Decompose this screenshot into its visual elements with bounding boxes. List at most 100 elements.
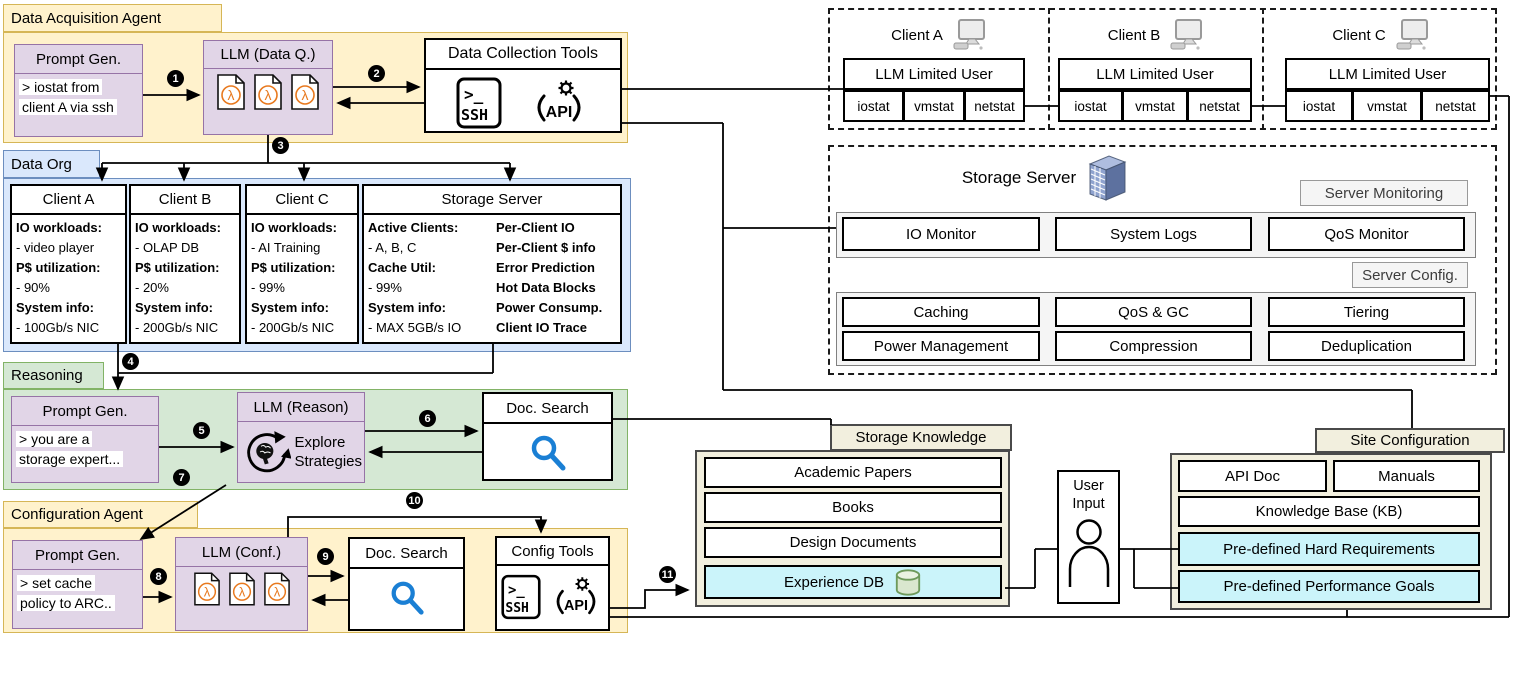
config-prompt-gen-box: Prompt Gen. > set cache policy to ARC.. [12,540,143,629]
lambda-doc-icon: λ [263,572,290,606]
daa-prompt-gen-box: Prompt Gen. > iostat from client A via s… [14,44,143,137]
daa-prompt-gen-title: Prompt Gen. [15,45,142,74]
client-a-header: Client A [858,16,1018,54]
reasoning-llm-box: LLM (Reason) Explore Strategies [237,392,365,483]
svg-text:SSH: SSH [461,106,488,124]
config-llm-title: LLM (Conf.) [176,538,307,567]
qos-monitor-box: QoS Monitor [1268,217,1465,251]
step-badge-4: 4 [122,353,139,370]
reasoning-doc-search-box: Doc. Search [482,392,613,481]
user-input-label-1: User [1073,478,1104,494]
data-org-client-a: Client A IO workloads: - video player P$… [10,184,127,344]
reasoning-tab: Reasoning [3,362,104,389]
gear-icon [575,576,590,591]
search-icon [391,581,424,615]
svg-text:λ: λ [265,87,272,103]
data-org-client-b: Client B IO workloads: - OLAP DB P$ util… [129,184,241,344]
svg-text:λ: λ [302,87,309,103]
svg-text:λ: λ [238,584,245,599]
site-configuration-tab: Site Configuration [1315,428,1505,453]
clients-separator-2 [1262,8,1264,130]
computer-icon [953,19,985,50]
manuals-box: Manuals [1333,460,1480,492]
client-c-iostat: iostat [1285,90,1353,122]
client-a-title: Client A [12,186,125,215]
step-badge-3: 3 [272,137,289,154]
config-doc-search-box: Doc. Search [348,537,465,631]
svg-text:λ: λ [228,87,235,103]
explore-caption-line1: Explore [294,434,346,451]
explore-caption-line2: Strategies [294,453,362,470]
client-c-title: Client C [247,186,357,215]
daa-prompt-line-1: > iostat from [19,79,103,95]
system-logs-box: System Logs [1055,217,1252,251]
deduplication-box: Deduplication [1268,331,1465,361]
server-rack-icon [1088,155,1127,201]
performance-goals-box: Pre-defined Performance Goals [1178,570,1480,603]
reasoning-llm-title: LLM (Reason) [238,393,364,422]
data-acquisition-agent-tab: Data Acquisition Agent [3,4,222,32]
ssh-terminal-icon: >_ SSH [501,574,541,620]
user-input-box: User Input [1057,470,1120,604]
storage-knowledge-tab: Storage Knowledge [830,424,1012,451]
client-a-iostat: iostat [843,90,904,122]
data-collection-tools-title: Data Collection Tools [426,40,620,70]
client-b-llm-user: LLM Limited User [1058,58,1252,90]
storage-server-col-title: Storage Server [364,186,620,215]
config-llm-box: LLM (Conf.) λ λ λ [175,537,308,631]
lambda-doc-icon: λ [228,572,255,606]
svg-text:API: API [546,104,573,121]
client-b-vmstat: vmstat [1123,90,1188,122]
step-badge-8: 8 [150,568,167,585]
data-collection-tools-box: Data Collection Tools >_ SSH API [424,38,622,133]
search-icon [531,435,565,471]
client-b-header: Client B [1075,16,1235,54]
tiering-box: Tiering [1268,297,1465,327]
config-tools-title: Config Tools [497,538,608,566]
client-a-vmstat: vmstat [904,90,965,122]
server-monitoring-label: Server Monitoring [1300,180,1468,206]
data-org-client-c: Client C IO workloads: - AI Training P$ … [245,184,359,344]
api-cloud-icon: API [537,80,581,122]
step-badge-2: 2 [368,65,385,82]
config-doc-search-title: Doc. Search [350,539,463,569]
lambda-doc-icon: λ [193,572,220,606]
reasoning-doc-search-title: Doc. Search [484,394,611,424]
daa-prompt-line-2: client A via ssh [19,99,117,115]
client-a-netstat: netstat [965,90,1025,122]
api-doc-box: API Doc [1178,460,1327,492]
svg-text:λ: λ [273,584,280,599]
storage-server-header: Storage Server [915,155,1175,201]
qos-gc-box: QoS & GC [1055,297,1252,327]
client-b-netstat: netstat [1188,90,1252,122]
computer-icon [1396,19,1428,50]
server-config-label: Server Config. [1352,262,1468,288]
gear-icon [558,80,574,96]
step-badge-10: 10 [406,492,423,509]
client-c-header: Client C [1300,16,1460,54]
knowledge-base-box: Knowledge Base (KB) [1178,496,1480,527]
svg-text:>_: >_ [464,85,484,104]
compression-box: Compression [1055,331,1252,361]
step-badge-5: 5 [193,422,210,439]
reasoning-prompt-gen-title: Prompt Gen. [12,397,158,426]
step-badge-6: 6 [419,410,436,427]
books-box: Books [704,492,1002,523]
client-c-netstat: netstat [1422,90,1490,122]
academic-papers-box: Academic Papers [704,457,1002,488]
api-cloud-icon: API [556,576,596,614]
svg-text:SSH: SSH [505,601,529,616]
client-b-title: Client B [131,186,239,215]
person-icon [1068,519,1109,587]
client-c-vmstat: vmstat [1353,90,1422,122]
io-monitor-box: IO Monitor [842,217,1040,251]
config-tools-box: Config Tools >_ SSH API [495,536,610,631]
config-prompt-gen-title: Prompt Gen. [13,541,142,570]
client-a-llm-user: LLM Limited User [843,58,1025,90]
step-badge-1: 1 [167,70,184,87]
step-badge-11: 11 [659,566,676,583]
explore-brain-cycle-icon [247,431,292,473]
data-org-tab: Data Org [3,150,100,178]
step-badge-7: 7 [173,469,190,486]
